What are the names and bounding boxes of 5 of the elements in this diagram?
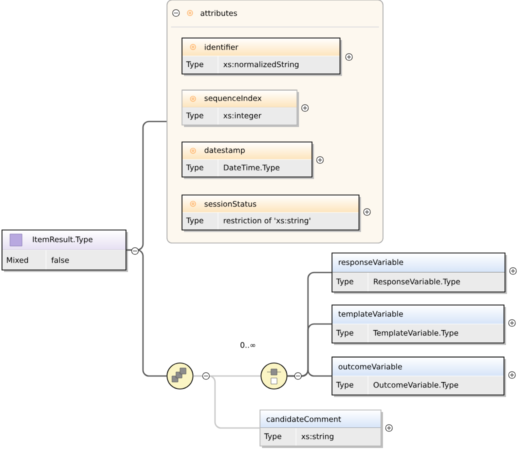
connector-line bbox=[126, 249, 167, 377]
sequence-symbol bbox=[166, 362, 194, 390]
choice-symbol bbox=[260, 362, 288, 390]
connector-line bbox=[287, 369, 332, 377]
connector-line bbox=[193, 375, 260, 429]
